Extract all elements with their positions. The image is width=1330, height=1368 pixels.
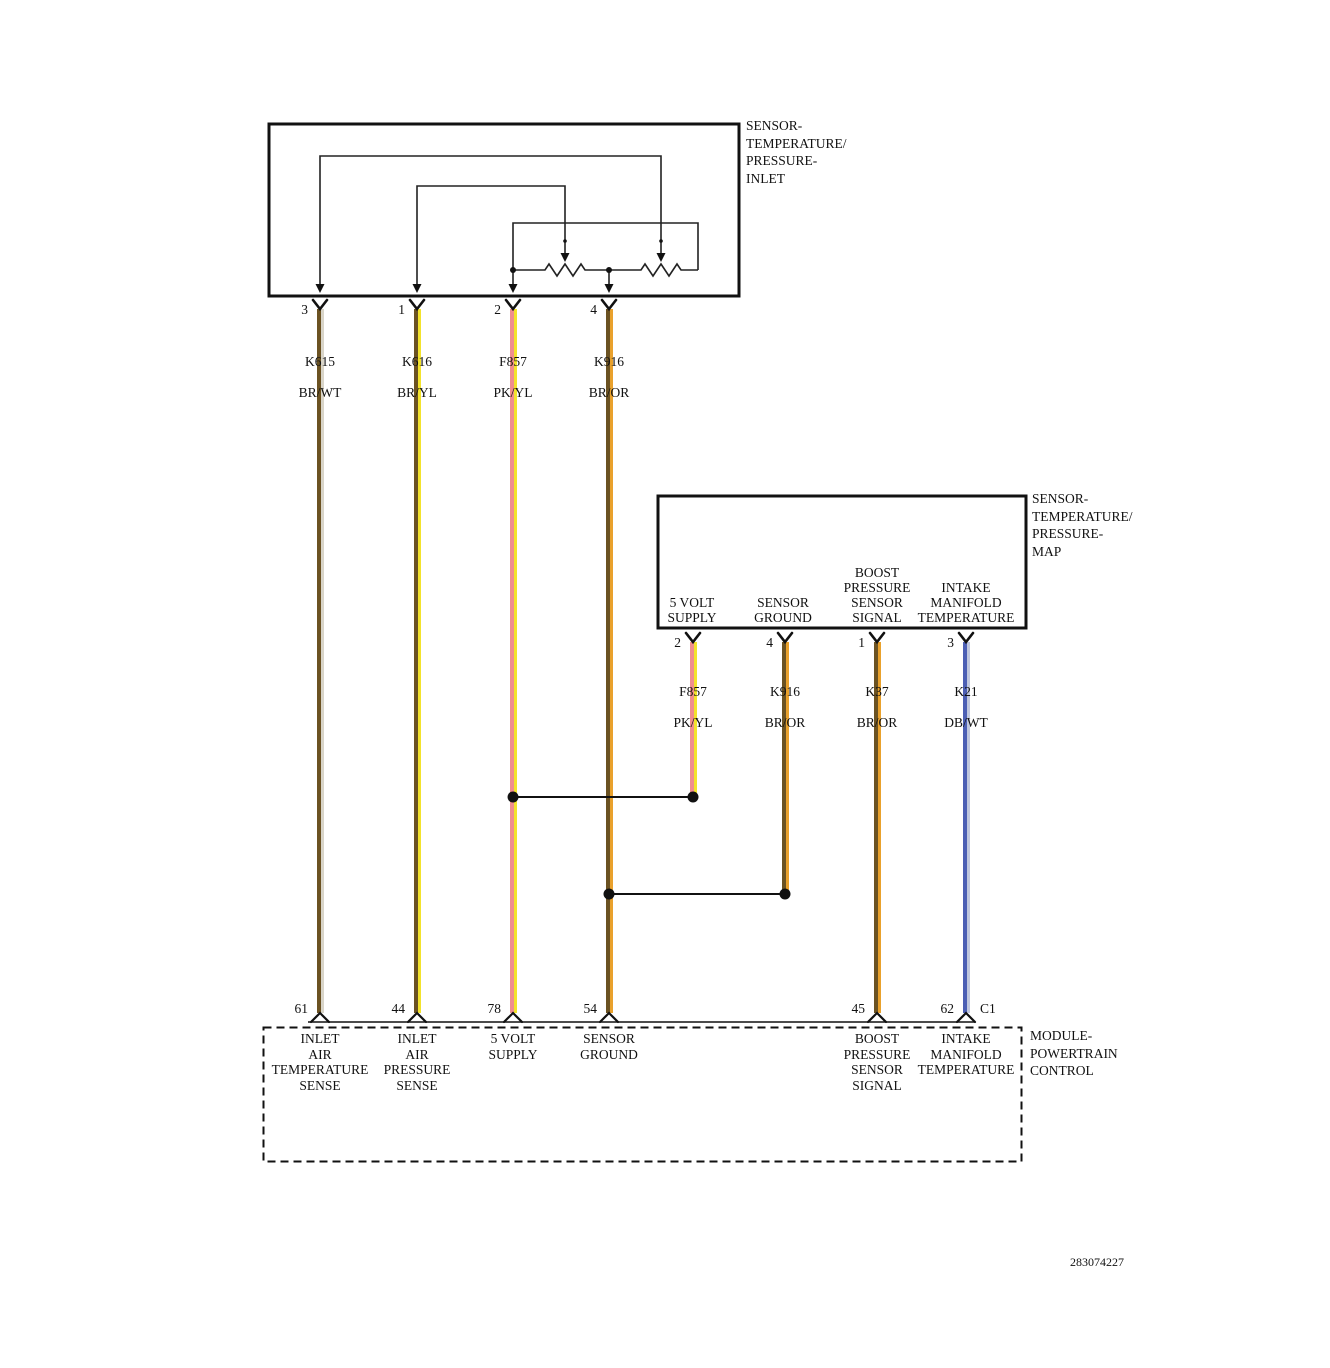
pcm-function-inlet-air-pressure: INLET AIR PRESSURE SENSE — [383, 1031, 451, 1093]
circuit-label-k21: K21 DB/WT — [906, 668, 1026, 746]
pcm-pin-number-54: 54 — [583, 1001, 598, 1016]
pcm-function-inlet-air-temp: INLET AIR TEMPERATURE SENSE — [271, 1031, 369, 1093]
pcm-function-sensor-ground: SENSOR GROUND — [580, 1031, 638, 1062]
map-sensor-title: SENSOR- TEMPERATURE/ PRESSURE- MAP — [1032, 491, 1133, 559]
map-pin-number-4: 4 — [766, 635, 773, 650]
inlet-pin-number-2: 2 — [494, 302, 501, 317]
circuit-id: F857 — [499, 353, 527, 369]
map-function-intake-temp: INTAKE MANIFOLD TEMPERATURE — [917, 580, 1015, 625]
wire-f857-map-pk-yl — [690, 642, 697, 797]
inlet-junction-dots — [510, 239, 663, 273]
pcm-pin-number-45: 45 — [851, 1001, 866, 1016]
circuit-id: K916 — [770, 683, 800, 699]
pcm-pin-number-61: 61 — [294, 1001, 309, 1016]
circuit-id: K21 — [954, 683, 978, 699]
circuit-id: K615 — [305, 353, 335, 369]
map-function-5v-supply: 5 VOLT SUPPLY — [667, 595, 717, 625]
reference-number: 283074227 — [1070, 1255, 1124, 1269]
wire-k37-br-or — [874, 642, 881, 1013]
circuit-id: K37 — [865, 683, 889, 699]
map-pin-number-2: 2 — [674, 635, 681, 650]
wire-k21-db-wt — [963, 642, 970, 1013]
circuit-label-k37: K37 BR/OR — [817, 668, 937, 746]
map-function-sensor-ground: SENSOR GROUND — [754, 595, 812, 625]
circuit-color: BR/YL — [397, 384, 437, 400]
wire-k916-br-or — [606, 309, 613, 1013]
inlet-pin-number-3: 3 — [301, 302, 308, 317]
circuit-label-k615: K615 BR/WT — [260, 338, 380, 416]
circuit-id: K916 — [594, 353, 624, 369]
circuit-label-f857-map: F857 PK/YL — [633, 668, 753, 746]
wire-k916-map-br-or — [782, 642, 789, 894]
circuit-color: BR/OR — [764, 714, 806, 730]
circuit-color: DB/WT — [944, 714, 988, 730]
wire-f857-pk-yl — [510, 309, 517, 1013]
map-function-boost-signal: BOOST PRESSURE SENSOR SIGNAL — [843, 565, 911, 625]
pcm-function-boost-signal: BOOST PRESSURE SENSOR SIGNAL — [843, 1031, 911, 1093]
arrow-down-icons — [315, 253, 666, 293]
connector-y-icons-map — [684, 631, 975, 645]
pcm-pin-number-78: 78 — [487, 1001, 502, 1016]
inlet-pin-number-4: 4 — [590, 302, 597, 317]
circuit-label-f857: F857 PK/YL — [453, 338, 573, 416]
wire-k616-br-yl — [414, 309, 421, 1013]
pcm-box — [262, 1026, 1023, 1163]
inlet-sensor-box — [267, 122, 741, 298]
pcm-title: MODULE- POWERTRAIN CONTROL — [1030, 1028, 1118, 1078]
pcm-connector-label: C1 — [980, 1001, 996, 1016]
circuit-color: PK/YL — [673, 714, 713, 730]
pcm-pin-number-62: 62 — [940, 1001, 955, 1016]
pcm-function-5v-supply: 5 VOLT SUPPLY — [488, 1031, 538, 1062]
connector-y-icons-inlet — [311, 298, 618, 312]
circuit-color: BR/OR — [588, 384, 630, 400]
pcm-function-intake-temp: INTAKE MANIFOLD TEMPERATURE — [917, 1031, 1015, 1077]
circuit-label-k916-map: K916 BR/OR — [725, 668, 845, 746]
wire-k615-br-wt — [317, 309, 324, 1013]
splice-lines — [513, 796, 785, 895]
map-pin-number-3: 3 — [947, 635, 954, 650]
circuit-id: K616 — [402, 353, 432, 369]
circuit-id: F857 — [679, 683, 707, 699]
inlet-sensor-title: SENSOR- TEMPERATURE/ PRESSURE- INLET — [746, 118, 847, 186]
map-pin-number-1: 1 — [858, 635, 865, 650]
circuit-label-k916: K916 BR/OR — [549, 338, 669, 416]
circuit-color: BR/WT — [298, 384, 342, 400]
pcm-pin-caret-icons — [309, 1011, 977, 1024]
map-sensor-box — [656, 494, 1028, 630]
inlet-internal-circuit — [319, 155, 699, 284]
circuit-color: BR/OR — [856, 714, 898, 730]
circuit-label-k616: K616 BR/YL — [357, 338, 477, 416]
splice-dots — [507, 791, 791, 900]
resistor-icons — [513, 262, 698, 278]
pcm-pin-number-44: 44 — [391, 1001, 406, 1016]
circuit-color: PK/YL — [493, 384, 533, 400]
inlet-pin-number-1: 1 — [398, 302, 405, 317]
